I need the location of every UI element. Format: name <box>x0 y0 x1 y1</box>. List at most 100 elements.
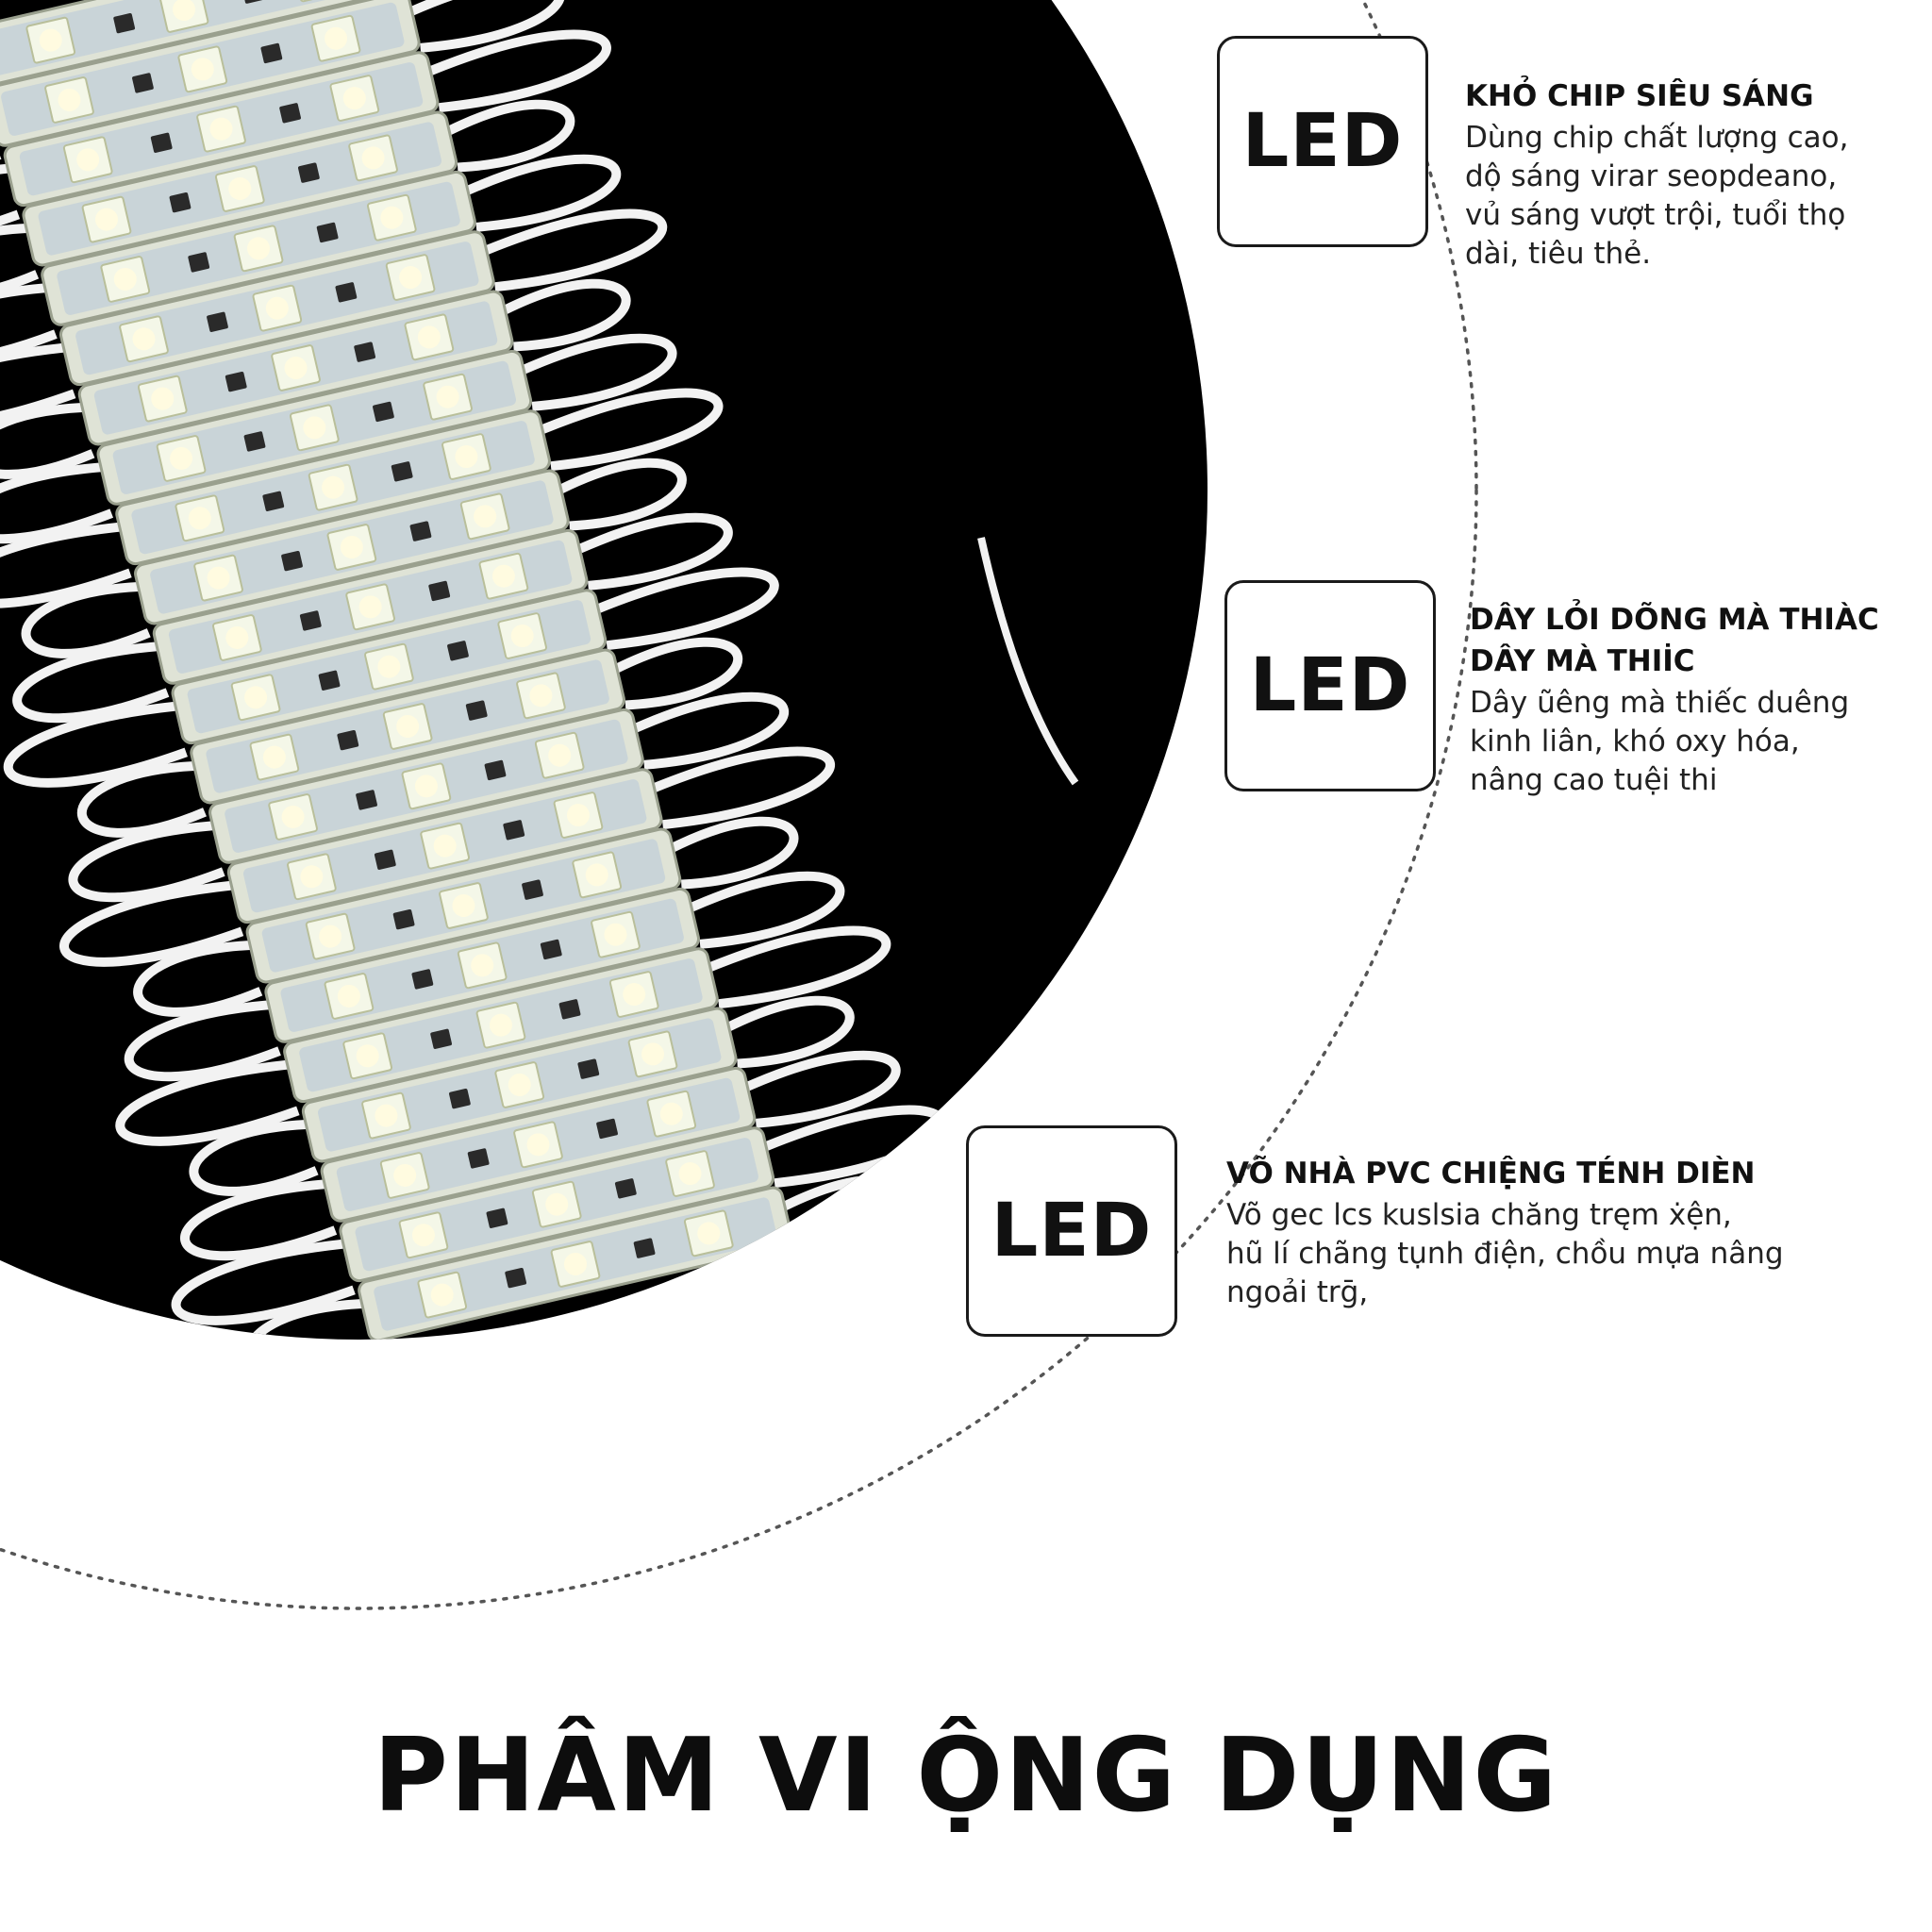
led-emitter <box>247 237 271 260</box>
feature-chip: KHỎ CHIP SIÊU SÁNG Dùng chip chất lượng … <box>1465 75 1932 274</box>
led-emitter <box>566 804 590 827</box>
resistor <box>614 1178 637 1199</box>
resistor <box>428 580 451 602</box>
resistor <box>447 641 469 661</box>
led-emitter <box>377 655 401 678</box>
led-emitter <box>173 0 195 21</box>
feature-housing: VÕ NHÀ PVC CHIỆNG TÉNH DIÈN Võ gec lcs k… <box>1226 1153 1868 1312</box>
feature-title: KHỎ CHIP SIÊU SÁNG <box>1465 79 1814 113</box>
led-emitter <box>491 564 515 588</box>
led-emitter <box>455 445 478 469</box>
resistor <box>465 700 488 721</box>
resistor <box>374 849 396 870</box>
resistor <box>316 222 339 243</box>
resistor <box>522 879 543 900</box>
led-emitter <box>604 923 627 946</box>
led-emitter <box>113 267 137 291</box>
led-emitter <box>284 357 308 379</box>
led-emitter <box>265 296 289 320</box>
led-module <box>0 29 611 250</box>
resistor <box>297 162 320 183</box>
wire-loop <box>558 458 687 531</box>
led-emitter <box>623 983 646 1007</box>
wire-loop <box>596 567 779 651</box>
led-emitter <box>361 146 385 170</box>
wire-loop <box>503 278 631 352</box>
led-emitter <box>529 684 553 708</box>
wire-loop <box>745 1050 901 1128</box>
led-emitter <box>526 1133 550 1157</box>
wire-loop <box>21 582 151 658</box>
wire-loop <box>180 1179 338 1261</box>
led-emitter <box>414 774 438 798</box>
led-module <box>76 637 743 838</box>
led-emitter <box>170 446 193 470</box>
wire-loop <box>652 746 835 830</box>
resistor <box>392 909 415 930</box>
wire-loop <box>133 941 263 1017</box>
resistor <box>596 1118 618 1140</box>
resistor <box>484 759 507 781</box>
led-emitter <box>508 1074 531 1096</box>
wire-loop <box>726 995 855 1069</box>
led-emitter <box>342 87 366 110</box>
wire-loop <box>0 522 132 608</box>
wire-loop <box>115 1059 300 1146</box>
resistor <box>411 969 434 990</box>
led-module <box>0 278 631 479</box>
resistor <box>225 372 247 392</box>
led-emitter <box>411 1224 435 1247</box>
led-module <box>68 691 789 903</box>
led-emitter <box>281 805 305 828</box>
led-emitter <box>399 266 423 290</box>
led-module <box>0 333 677 544</box>
led-emitter <box>188 507 211 530</box>
led-emitter <box>151 387 175 410</box>
led-emitter <box>564 1253 587 1275</box>
feature-title: DÂY LỎI DÕNG MÀ THIÀC DÂY MÀ THIİC <box>1470 603 1879 678</box>
led-emitter <box>322 475 345 499</box>
resistor <box>279 103 301 124</box>
resistor <box>260 42 283 64</box>
led-emitter <box>375 1104 398 1127</box>
led-module <box>0 208 668 429</box>
wire-loop <box>484 208 668 292</box>
resistor <box>356 790 377 810</box>
led-module <box>124 871 845 1082</box>
led-emitter <box>545 1192 569 1216</box>
led-module <box>0 99 575 300</box>
resistor <box>430 1028 452 1049</box>
led-emitter <box>585 863 608 887</box>
led-module <box>3 567 779 788</box>
wire-loop <box>522 333 677 411</box>
led-module <box>0 388 724 608</box>
resistor <box>299 610 322 631</box>
resistor <box>391 461 413 482</box>
led-emitter <box>262 745 286 769</box>
led-emitter <box>225 625 249 649</box>
resistor <box>373 401 394 423</box>
led-emitter <box>380 206 404 229</box>
resistor <box>207 311 228 332</box>
led-emitter <box>337 984 360 1008</box>
wire-loop <box>68 821 225 903</box>
led-emitter <box>303 416 326 440</box>
led-emitter <box>39 28 62 52</box>
resistor <box>243 431 266 452</box>
wire-loop <box>409 0 565 53</box>
led-icon: LED <box>1224 580 1436 791</box>
led-emitter <box>209 117 233 141</box>
led-emitter <box>393 1163 417 1187</box>
feature-description: Dùng chip chất lượng cao, dộ sáng virar … <box>1465 121 1849 271</box>
led-module <box>189 995 855 1196</box>
led-emitter <box>697 1222 721 1245</box>
led-emitter <box>471 954 494 977</box>
led-emitter <box>76 148 100 172</box>
led-emitter <box>436 385 459 408</box>
led-emitter <box>641 1042 664 1066</box>
led-emitter <box>325 26 348 50</box>
led-module <box>180 1050 901 1261</box>
resistor <box>540 939 562 960</box>
led-emitter <box>191 58 214 81</box>
